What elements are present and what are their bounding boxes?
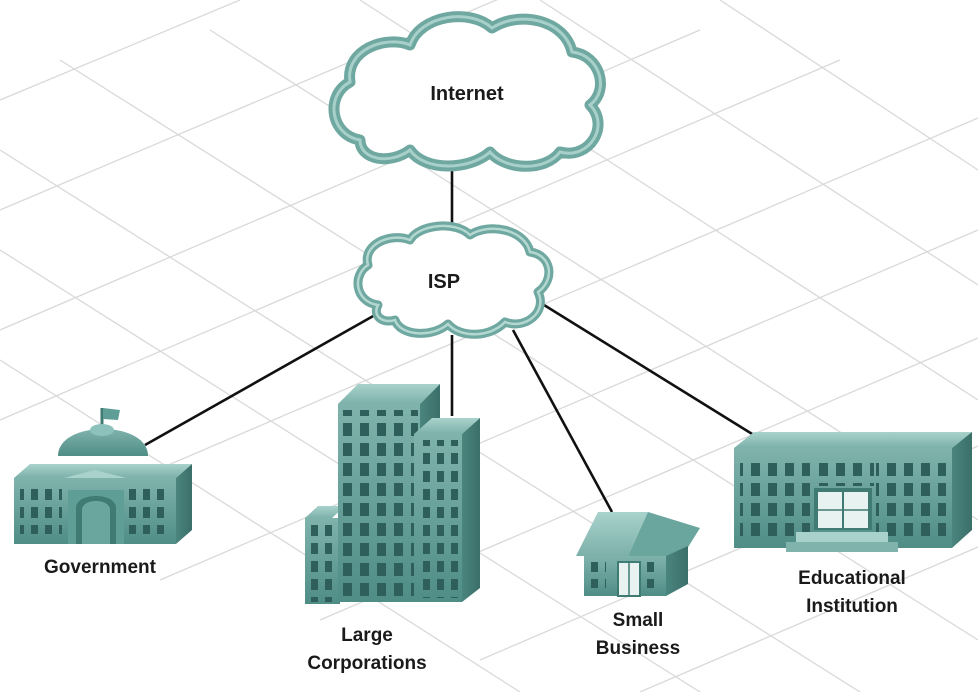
link-isp-small-business bbox=[511, 329, 614, 513]
educational-institution-label-line1: Educational bbox=[798, 568, 906, 589]
school-building-icon bbox=[734, 432, 972, 552]
isp-label: ISP bbox=[427, 271, 461, 293]
large-corporations-label-line1: Large bbox=[341, 625, 393, 646]
internet-cloud-icon bbox=[328, 11, 606, 172]
educational-institution-label-line2: Institution bbox=[806, 595, 898, 617]
educational-institution-label: Educational Institution bbox=[772, 565, 932, 620]
office-tower-icon bbox=[305, 384, 480, 604]
small-business-building-icon bbox=[576, 512, 700, 597]
government-building-icon bbox=[14, 408, 192, 544]
large-corporations-label: Large Corporations bbox=[282, 622, 452, 677]
connection-lines bbox=[144, 165, 758, 513]
small-business-label-line1: Small bbox=[612, 610, 664, 631]
small-business-label-line2: Business bbox=[595, 637, 681, 659]
small-business-label: Small Business bbox=[568, 607, 708, 662]
internet-label: Internet bbox=[430, 83, 504, 105]
large-corporations-label-line2: Corporations bbox=[307, 652, 427, 674]
link-isp-educational-institution bbox=[543, 303, 758, 439]
isp-cloud-icon bbox=[353, 221, 554, 339]
government-label: Government bbox=[44, 557, 156, 578]
link-isp-government bbox=[144, 313, 376, 447]
